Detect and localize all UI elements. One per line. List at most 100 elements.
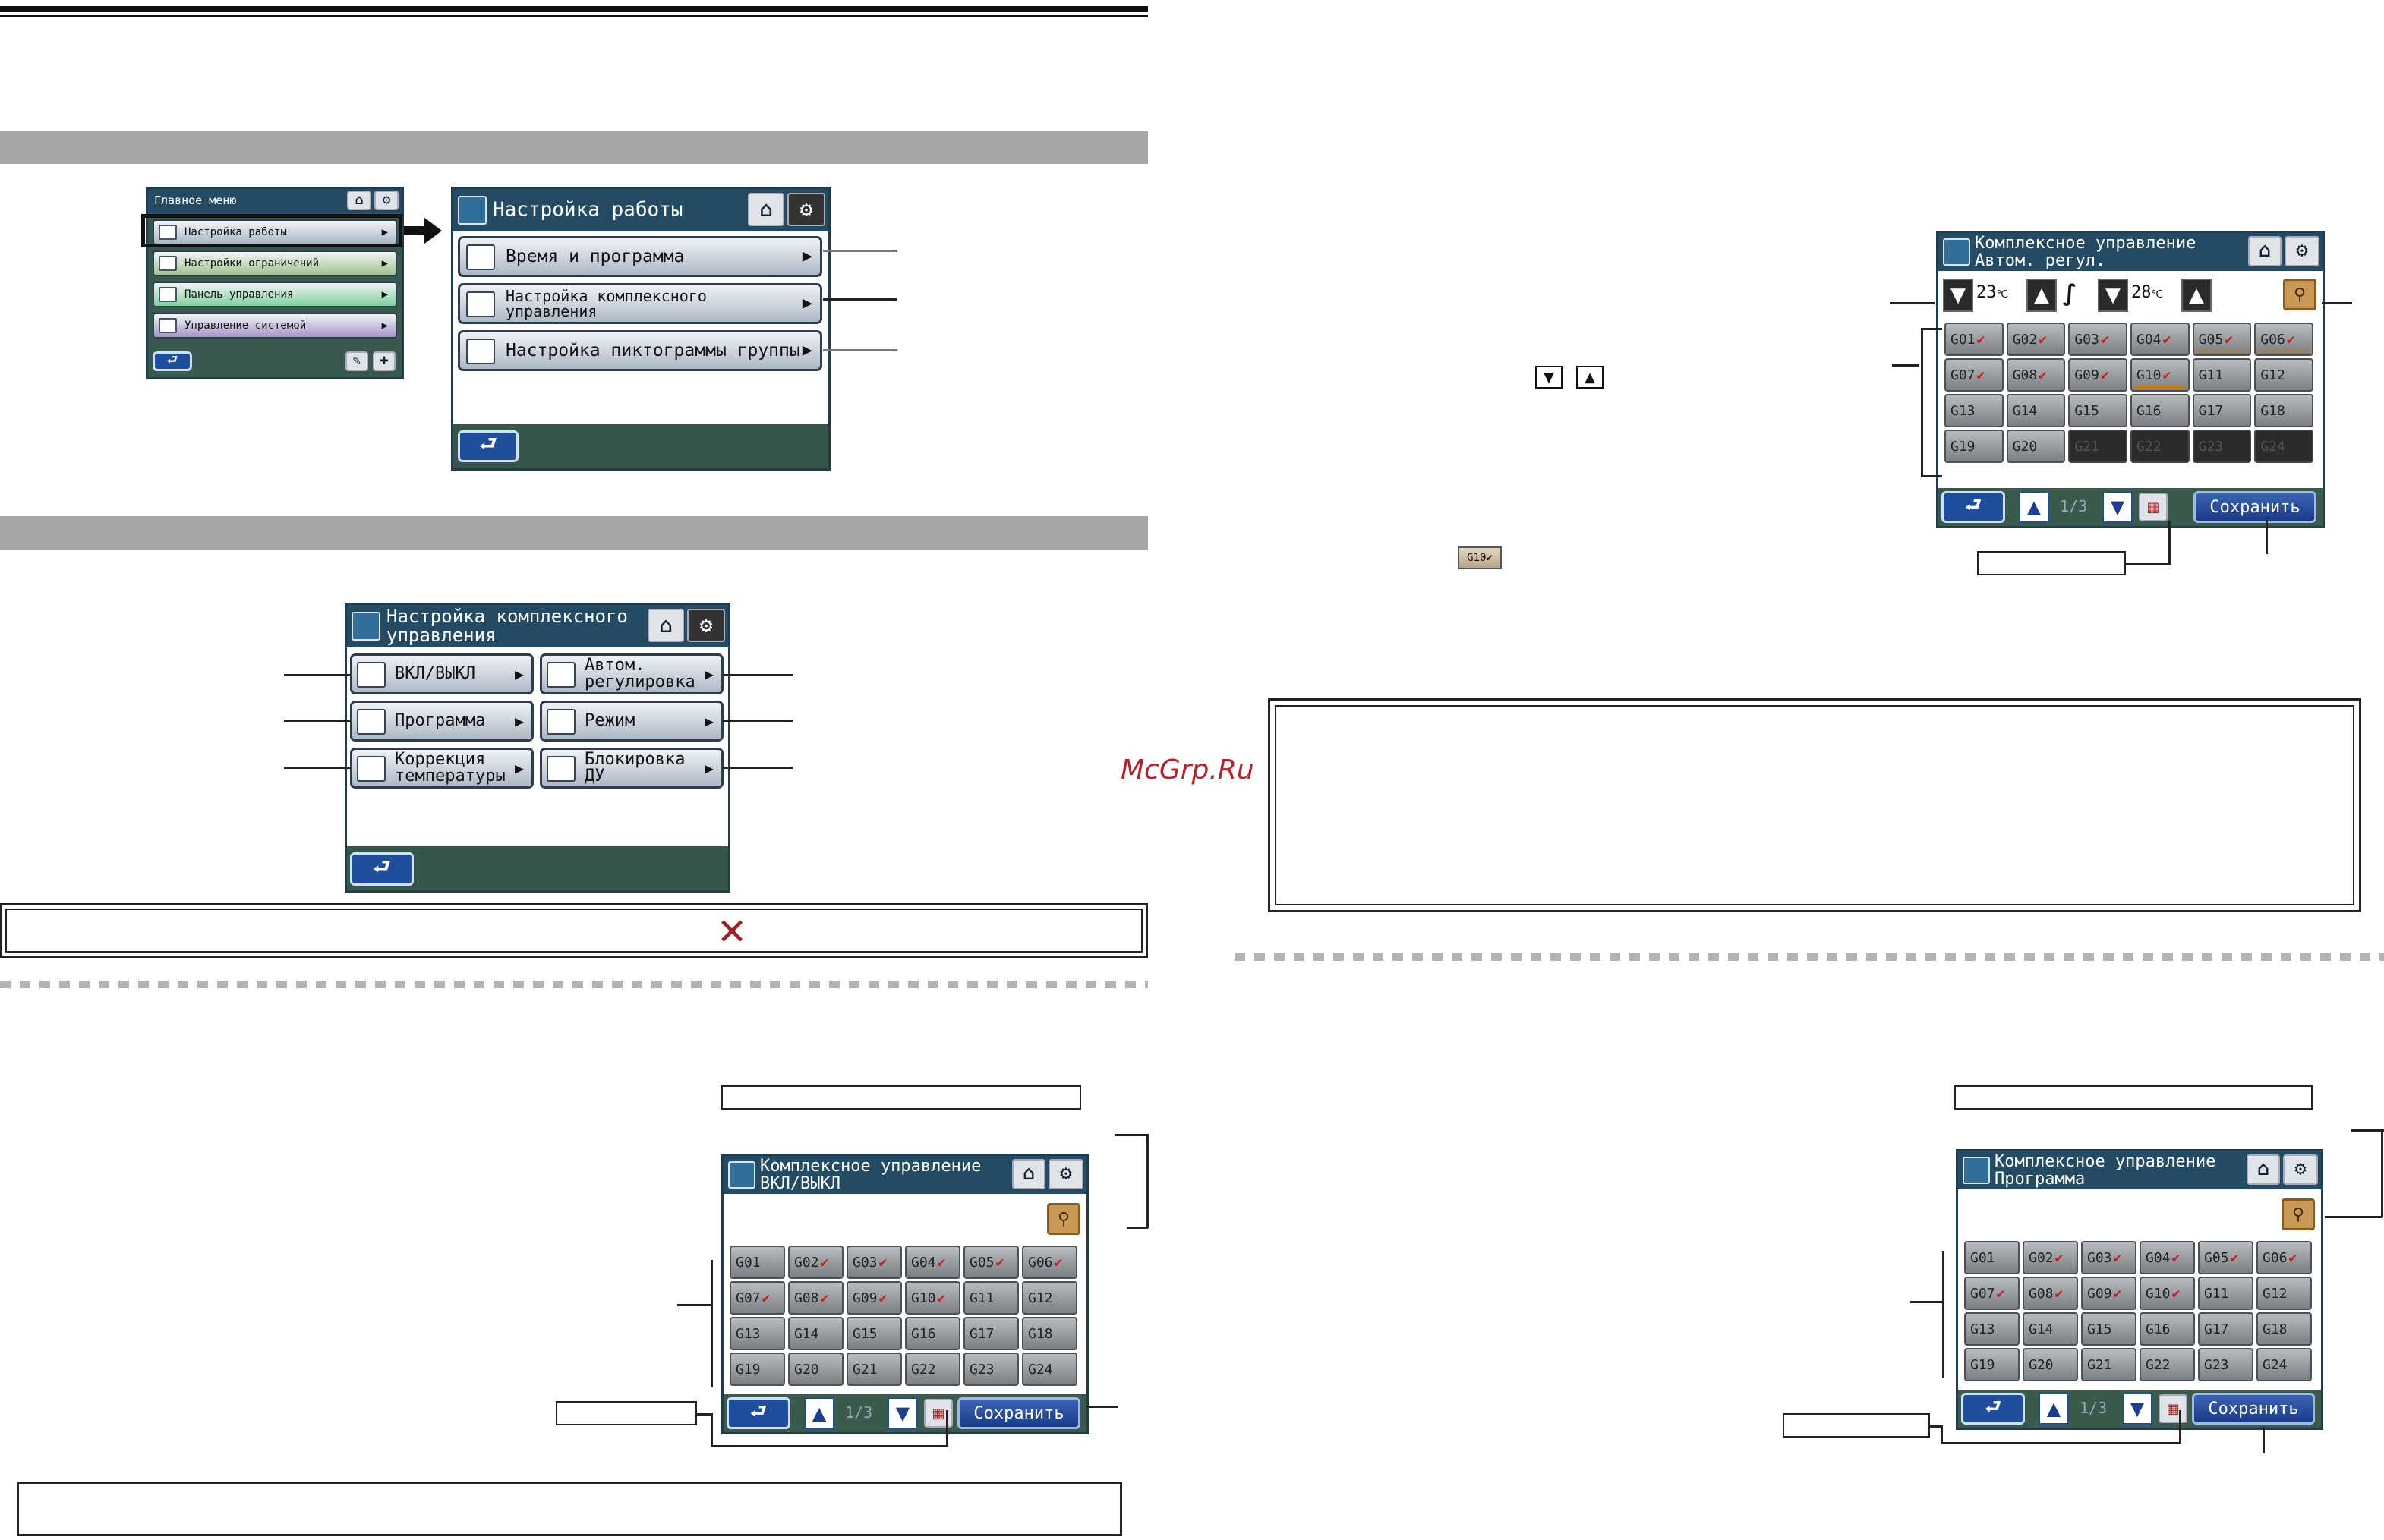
- group-button[interactable]: G20: [2006, 430, 2066, 463]
- op-setup-item[interactable]: Время и программа▶: [458, 236, 822, 277]
- user-settings-icon[interactable]: ⚙: [2283, 1154, 2318, 1185]
- select-all-icon[interactable]: ▦: [2139, 493, 2168, 521]
- group-button[interactable]: G14: [788, 1317, 844, 1350]
- group-button[interactable]: G04✔: [905, 1246, 960, 1279]
- group-button[interactable]: G14: [2006, 394, 2066, 427]
- group-button[interactable]: G16: [2130, 394, 2190, 427]
- group-button[interactable]: G18: [2256, 1312, 2312, 1346]
- maintenance-icon[interactable]: ✎: [345, 351, 368, 371]
- group-button[interactable]: G15: [2068, 394, 2127, 427]
- select-all-icon[interactable]: ▦: [2159, 1394, 2187, 1423]
- group-button[interactable]: G10✔: [905, 1281, 960, 1315]
- group-button[interactable]: G13: [1944, 394, 2004, 427]
- save-button[interactable]: Сохранить: [957, 1397, 1080, 1429]
- group-button[interactable]: G01: [730, 1246, 785, 1279]
- group-button[interactable]: G22: [2140, 1348, 2195, 1381]
- temp-low-up-button[interactable]: ▲: [2026, 279, 2057, 312]
- home-icon[interactable]: ⌂: [2248, 236, 2282, 266]
- group-button[interactable]: G11: [963, 1281, 1019, 1315]
- group-button[interactable]: G09✔: [2081, 1277, 2136, 1310]
- page-up-button[interactable]: ▲: [804, 1397, 834, 1429]
- group-button[interactable]: G04✔: [2130, 323, 2190, 356]
- group-button[interactable]: G13: [730, 1317, 785, 1350]
- page-up-button[interactable]: ▲: [2019, 491, 2049, 523]
- group-button[interactable]: G01: [1964, 1241, 2020, 1274]
- main-menu-item[interactable]: Панель управления▶: [153, 282, 397, 307]
- search-icon[interactable]: ⚲: [2283, 279, 2316, 310]
- main-menu-item[interactable]: Настройки ограничений▶: [153, 250, 397, 276]
- group-button[interactable]: G19: [1944, 430, 2004, 463]
- group-button[interactable]: G17: [2198, 1312, 2253, 1346]
- back-button[interactable]: ⮐: [1941, 491, 2005, 523]
- group-button[interactable]: G04✔: [2140, 1241, 2195, 1274]
- back-button[interactable]: ⮐: [1961, 1393, 2025, 1425]
- group-button[interactable]: G23: [2192, 430, 2252, 463]
- group-button[interactable]: G09✔: [847, 1281, 902, 1315]
- group-button[interactable]: G06✔: [2256, 1241, 2312, 1274]
- home-icon[interactable]: ⌂: [748, 193, 784, 226]
- group-button[interactable]: G11: [2198, 1277, 2253, 1310]
- user-settings-icon[interactable]: ⚙: [2285, 236, 2319, 266]
- group-button[interactable]: G15: [847, 1317, 902, 1350]
- group-button[interactable]: G14: [2023, 1312, 2078, 1346]
- page-up-button[interactable]: ▲: [2039, 1393, 2069, 1425]
- group-button[interactable]: G18: [2254, 394, 2313, 427]
- group-button[interactable]: G21: [2081, 1348, 2136, 1381]
- group-button[interactable]: G05✔: [2198, 1241, 2253, 1274]
- back-button[interactable]: ⮐: [350, 852, 414, 886]
- temp-low-down-button[interactable]: ▼: [1943, 279, 1973, 312]
- group-button[interactable]: G03✔: [847, 1246, 902, 1279]
- main-menu-item[interactable]: Управление системой▶: [153, 313, 397, 339]
- group-button[interactable]: G10✔: [2140, 1277, 2195, 1310]
- group-button[interactable]: G05✔: [2192, 323, 2252, 356]
- complex-menu-button[interactable]: ВКЛ/ВЫКЛ▶: [350, 653, 534, 694]
- home-icon[interactable]: ⌂: [2247, 1154, 2280, 1185]
- group-button[interactable]: G12: [2254, 358, 2313, 392]
- group-button[interactable]: G16: [2140, 1312, 2195, 1346]
- home-icon[interactable]: ⌂: [648, 609, 684, 642]
- back-button[interactable]: ⮐: [727, 1397, 790, 1429]
- group-button[interactable]: G17: [963, 1317, 1019, 1350]
- group-button[interactable]: G08✔: [2006, 358, 2066, 392]
- wrench-icon[interactable]: ✚: [373, 351, 396, 371]
- group-button[interactable]: G20: [2023, 1348, 2078, 1381]
- group-button[interactable]: G12: [2256, 1277, 2312, 1310]
- complex-menu-button[interactable]: Коррекция температуры▶: [350, 748, 534, 789]
- page-down-button[interactable]: ▼: [888, 1397, 918, 1429]
- group-button[interactable]: G19: [1964, 1348, 2020, 1381]
- search-icon[interactable]: ⚲: [2282, 1198, 2315, 1230]
- group-button[interactable]: G02✔: [2023, 1241, 2078, 1274]
- op-setup-item[interactable]: Настройка пиктограммы группы▶: [458, 330, 822, 371]
- group-button[interactable]: G05✔: [963, 1246, 1019, 1279]
- group-button[interactable]: G21: [2068, 430, 2127, 463]
- group-button[interactable]: G21: [847, 1353, 902, 1386]
- complex-menu-button[interactable]: Блокировка ДУ▶: [540, 748, 724, 789]
- group-button[interactable]: G07✔: [1944, 358, 2004, 392]
- home-icon[interactable]: ⌂: [347, 191, 371, 210]
- group-button[interactable]: G19: [730, 1353, 785, 1386]
- group-button[interactable]: G06✔: [1022, 1246, 1077, 1279]
- group-button[interactable]: G23: [2198, 1348, 2253, 1381]
- group-button[interactable]: G16: [905, 1317, 960, 1350]
- group-button[interactable]: G22: [905, 1353, 960, 1386]
- group-button[interactable]: G06✔: [2254, 323, 2313, 356]
- save-button[interactable]: Сохранить: [2192, 1393, 2315, 1425]
- group-button[interactable]: G01✔: [1944, 323, 2004, 356]
- group-button[interactable]: G13: [1964, 1312, 2020, 1346]
- group-button[interactable]: G22: [2130, 430, 2190, 463]
- group-button[interactable]: G24: [1022, 1353, 1077, 1386]
- temp-high-up-button[interactable]: ▲: [2181, 279, 2212, 312]
- group-button[interactable]: G20: [788, 1353, 844, 1386]
- user-settings-icon[interactable]: ⚙: [687, 609, 725, 642]
- group-button[interactable]: G07✔: [1964, 1277, 2020, 1310]
- temp-high-down-button[interactable]: ▼: [2098, 279, 2128, 312]
- group-button[interactable]: G24: [2256, 1348, 2312, 1381]
- group-button[interactable]: G17: [2192, 394, 2252, 427]
- page-down-button[interactable]: ▼: [2122, 1393, 2152, 1425]
- group-button[interactable]: G10✔: [2130, 358, 2190, 392]
- group-button[interactable]: G15: [2081, 1312, 2136, 1346]
- group-button[interactable]: G07✔: [730, 1281, 785, 1315]
- group-button[interactable]: G11: [2192, 358, 2252, 392]
- back-button[interactable]: ⮐: [153, 351, 192, 371]
- page-down-button[interactable]: ▼: [2102, 491, 2133, 523]
